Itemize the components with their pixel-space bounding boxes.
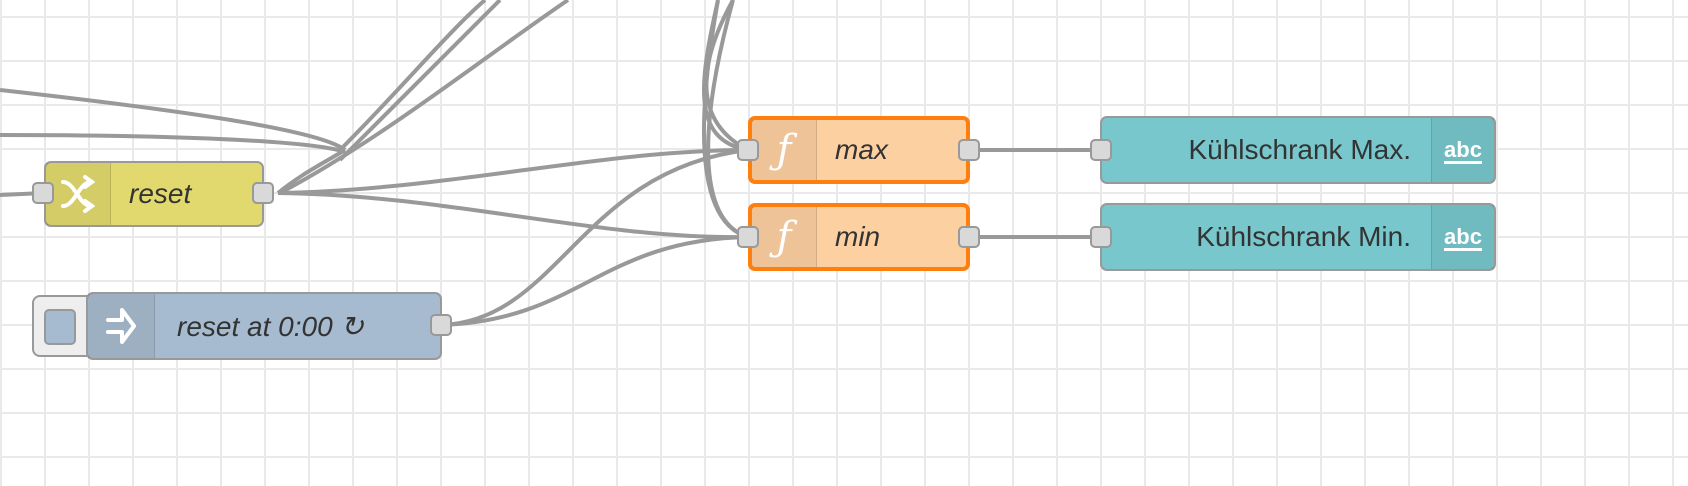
- output-port[interactable]: [958, 139, 980, 161]
- input-port[interactable]: [32, 182, 54, 204]
- max-function-node[interactable]: ƒ max: [748, 116, 970, 184]
- wire[interactable]: [0, 133, 346, 154]
- wire[interactable]: [441, 235, 749, 327]
- output-port[interactable]: [958, 226, 980, 248]
- text-min-node[interactable]: Kühlschrank Min. abc: [1100, 203, 1496, 271]
- abc-icon: abc: [1431, 118, 1494, 182]
- abc-icon: abc: [1431, 205, 1494, 269]
- node-label: min: [835, 221, 881, 252]
- function-icon: ƒ: [752, 120, 817, 180]
- output-port[interactable]: [252, 182, 274, 204]
- inject-button[interactable]: [32, 295, 92, 357]
- reset-change-node[interactable]: reset: [44, 161, 264, 227]
- input-port[interactable]: [1090, 226, 1112, 248]
- node-label: reset at 0:00 ↻: [177, 310, 364, 342]
- node-label: Kühlschrank Max.: [1188, 134, 1411, 165]
- inject-button-face: [44, 309, 76, 345]
- wire[interactable]: [277, 191, 749, 240]
- min-function-node[interactable]: ƒ min: [748, 203, 970, 271]
- wire[interactable]: [276, 148, 347, 195]
- text-max-node[interactable]: Kühlschrank Max. abc: [1100, 116, 1496, 184]
- output-port[interactable]: [430, 314, 452, 336]
- wire[interactable]: [279, 0, 570, 195]
- wire[interactable]: [441, 148, 749, 327]
- arrow-in-icon: [88, 294, 155, 358]
- inject-node[interactable]: reset at 0:00 ↻: [86, 292, 442, 360]
- input-port[interactable]: [737, 139, 759, 161]
- shuffle-icon: [46, 163, 111, 225]
- node-label: reset: [129, 178, 192, 209]
- wire[interactable]: [277, 148, 749, 195]
- node-label: Kühlschrank Min.: [1196, 221, 1411, 252]
- node-label: max: [835, 134, 888, 165]
- input-port[interactable]: [737, 226, 759, 248]
- wire[interactable]: [706, 0, 749, 239]
- input-port[interactable]: [1090, 139, 1112, 161]
- wire[interactable]: [338, 0, 487, 152]
- function-icon: ƒ: [752, 207, 817, 267]
- wire[interactable]: [0, 88, 347, 152]
- wire[interactable]: [338, 0, 502, 162]
